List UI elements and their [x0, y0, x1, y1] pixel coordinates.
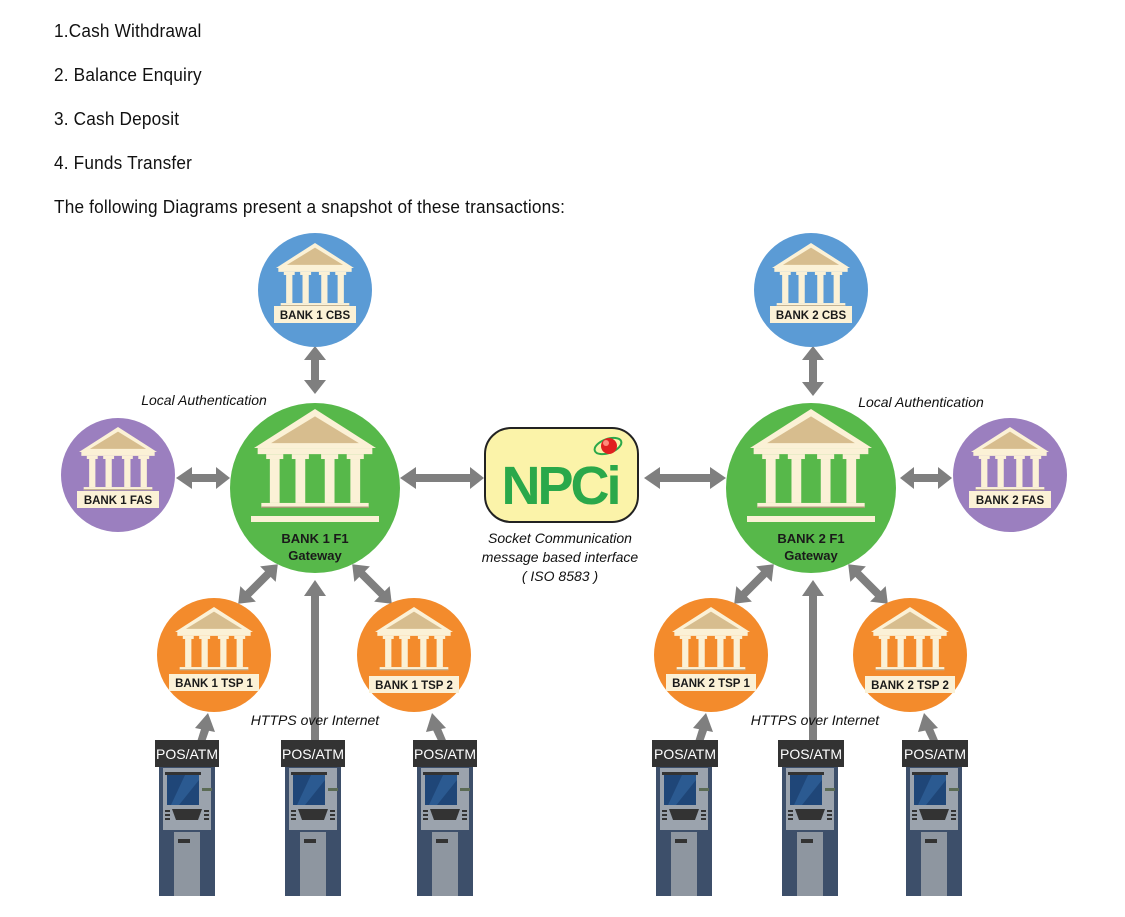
bank1-gateway-title: BANK 1 F1 [281, 531, 348, 546]
npci-logo-text: NPCi [501, 456, 618, 516]
list-item-balance-enquiry: 2. Balance Enquiry [54, 64, 202, 85]
bank2-gateway-node[interactable]: BANK 2 F1 Gateway [726, 403, 896, 573]
bank2-gateway-subtitle: Gateway [784, 548, 838, 563]
npci-desc-line1: Socket Communication [488, 530, 632, 546]
list-item-funds-transfer: 4. Funds Transfer [54, 152, 193, 173]
bank2-atm-1[interactable]: POS/ATM [652, 740, 718, 896]
bank1-gateway-subtitle: Gateway [288, 548, 342, 563]
arrow-bank1-gateway-tsp1 [238, 564, 278, 604]
bank2-atm-2[interactable]: POS/ATM [778, 740, 844, 896]
bank1-tsp2-node[interactable]: BANK 1 TSP 2 [357, 598, 471, 712]
bank1-atm-1-label: POS/ATM [156, 746, 218, 762]
arrow-bank1-gateway-tsp2 [352, 564, 392, 604]
bank2-atm-2-label: POS/ATM [780, 746, 842, 762]
bank2-gateway-title: BANK 2 F1 [777, 531, 844, 546]
arrow-bank2-atm2-gateway [802, 580, 824, 744]
arrow-bank1-fas-gateway [176, 467, 230, 489]
bank1-local-auth-label: Local Authentication [141, 392, 267, 408]
bank2-atm-1-label: POS/ATM [654, 746, 716, 762]
bank1-cbs-label: BANK 1 CBS [280, 310, 351, 322]
bank2-tsp2-node[interactable]: BANK 2 TSP 2 [853, 598, 967, 712]
bank1-tsp1-label: BANK 1 TSP 1 [175, 678, 253, 690]
npci-desc-line3: ( ISO 8583 ) [522, 568, 598, 584]
bank1-tsp2-label: BANK 1 TSP 2 [375, 680, 453, 692]
bank2-cbs-node[interactable]: BANK 2 CBS [754, 233, 868, 347]
bank1-atm-2-label: POS/ATM [282, 746, 344, 762]
arrow-bank2-cbs-gateway [802, 346, 824, 396]
bank1-https-label: HTTPS over Internet [251, 712, 380, 728]
bank1-fas-node[interactable]: BANK 1 FAS [61, 418, 175, 532]
arrow-npci-bank2-gateway [644, 467, 726, 489]
bank1-cbs-node[interactable]: BANK 1 CBS [258, 233, 372, 347]
bank1-tsp1-node[interactable]: BANK 1 TSP 1 [157, 598, 271, 712]
bank1-atm-3[interactable]: POS/ATM [413, 740, 477, 896]
bank2-tsp1-node[interactable]: BANK 2 TSP 1 [654, 598, 768, 712]
arrow-bank2-gateway-tsp2 [848, 564, 888, 604]
arrow-bank2-gateway-fas [900, 467, 952, 489]
bank2-https-label: HTTPS over Internet [751, 712, 880, 728]
list-item-cash-withdrawal: 1.Cash Withdrawal [54, 20, 202, 41]
npci-desc-line2: message based interface [482, 549, 639, 565]
arrow-bank1-atm2-gateway [304, 580, 326, 744]
arrow-bank1-gateway-npci [400, 467, 484, 489]
bank2-tsp1-label: BANK 2 TSP 1 [672, 678, 750, 690]
npci-node[interactable]: NPCi [484, 427, 639, 523]
bank1-gateway-node[interactable]: BANK 1 F1 Gateway [230, 403, 400, 573]
bank1-fas-label: BANK 1 FAS [84, 495, 153, 507]
npci-globe-icon [593, 436, 623, 456]
bank1-atm-1[interactable]: POS/ATM [155, 740, 219, 896]
bank2-tsp2-label: BANK 2 TSP 2 [871, 680, 949, 692]
bank2-fas-label: BANK 2 FAS [976, 495, 1045, 507]
bank2-atm-3-label: POS/ATM [904, 746, 966, 762]
bank2-local-auth-label: Local Authentication [858, 394, 984, 410]
bank1-atm-3-label: POS/ATM [414, 746, 476, 762]
arrow-bank1-cbs-gateway [304, 346, 326, 394]
bank2-fas-node[interactable]: BANK 2 FAS [953, 418, 1067, 532]
arrow-bank2-gateway-tsp1 [734, 564, 774, 604]
bank2-cbs-label: BANK 2 CBS [776, 310, 847, 322]
bank1-atm-2[interactable]: POS/ATM [281, 740, 345, 896]
diagram-caption: The following Diagrams present a snapsho… [54, 196, 566, 217]
bank2-atm-3[interactable]: POS/ATM [902, 740, 968, 896]
list-item-cash-deposit: 3. Cash Deposit [54, 108, 180, 129]
